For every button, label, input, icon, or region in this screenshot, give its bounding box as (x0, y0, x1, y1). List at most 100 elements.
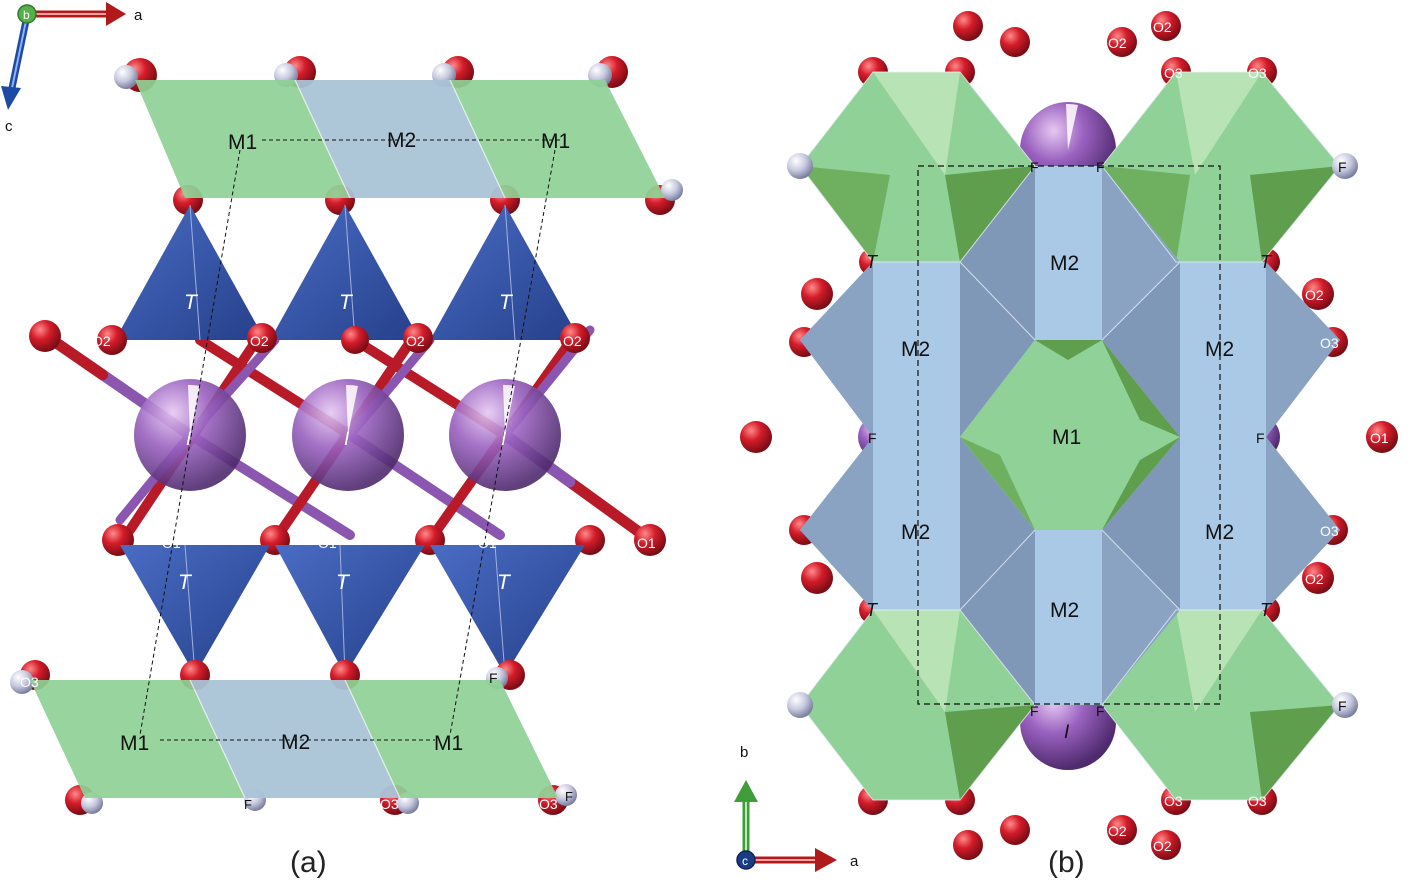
o3-label: O3 (380, 796, 399, 812)
upper-tetrahedra (115, 204, 580, 341)
top-octahedral-slab (135, 79, 665, 199)
o2-label: O2 (1108, 35, 1127, 51)
o3-label: O3 (1320, 523, 1339, 539)
o3-label: O3 (1164, 65, 1183, 81)
axes-triad-b: c b a (734, 744, 859, 872)
oxygen-atom (740, 421, 772, 453)
panel-b-labels: O2 O2 O3 O3 F F F T T M2 O2 M2 M2 O3 F M… (866, 19, 1389, 854)
o2-label: O2 (1153, 838, 1172, 854)
oxygen-atom (1151, 11, 1181, 41)
f-label: F (1030, 703, 1039, 719)
t-label: T (866, 252, 879, 272)
o2-label: O2 (1108, 823, 1127, 839)
i-label: I (186, 429, 192, 450)
oxygen-atom (403, 323, 433, 353)
unit-cell-outline (917, 165, 1221, 705)
o2-label: O2 (1305, 287, 1324, 303)
oxygen-atom (29, 320, 61, 352)
panel-a-caption: (a) (290, 846, 327, 879)
t-tetrahedron (430, 205, 580, 340)
f-label: F (868, 430, 877, 446)
m2-label: M2 (1050, 252, 1079, 275)
oxygen-atom (801, 278, 833, 310)
o3-label: O3 (1248, 793, 1267, 809)
t-tetrahedron (430, 545, 585, 675)
m1-octahedron (450, 80, 665, 198)
m1-label: M1 (541, 130, 570, 153)
f-label: F (1338, 159, 1347, 175)
t-label: T (1260, 600, 1273, 620)
t-label: T (1260, 252, 1273, 272)
panel-b-caption: (b) (1048, 846, 1085, 879)
t-label: T (178, 571, 193, 594)
a-axis-arrow (106, 2, 126, 26)
f-label: F (1256, 430, 1265, 446)
b-axis-label: b (740, 744, 748, 761)
fluorine-atom (787, 692, 813, 718)
t-tetrahedron (120, 545, 270, 675)
oxygen-atom (247, 323, 277, 353)
oxygen-atom (634, 524, 666, 556)
o1-label: O1 (478, 535, 497, 551)
a-axis-label: a (850, 853, 859, 870)
m2-label: M2 (387, 129, 416, 152)
i-label: I (1064, 722, 1070, 743)
b-axis-marker (17, 4, 37, 24)
iodine-atoms (134, 379, 561, 491)
m2-label: M2 (901, 338, 930, 361)
bottom-octahedral-slab (30, 679, 558, 799)
edge-atoms (787, 153, 1358, 718)
oxygen-atom (1000, 815, 1030, 845)
m1-label: M1 (228, 131, 257, 154)
o2-label: O2 (406, 333, 425, 349)
central-m1-octahedron (960, 340, 1180, 530)
i-label: I (501, 429, 507, 450)
b-axis-label: b (23, 8, 30, 22)
o3-label: O3 (1320, 335, 1339, 351)
oxygen-atom (341, 326, 369, 354)
m2-octahedron (295, 80, 505, 198)
fluorine-atom (114, 65, 138, 89)
c-axis-label: c (5, 118, 13, 135)
o2-row (29, 320, 590, 355)
a-axis-label: a (134, 7, 143, 24)
oxygen-atom (1302, 278, 1334, 310)
bottom-slab-atoms (10, 660, 577, 815)
m2-label: M2 (1205, 338, 1234, 361)
m2-label: M2 (901, 521, 930, 544)
b-axis-arrow (734, 780, 758, 802)
oxygen-atom (560, 323, 590, 353)
o2-label: O2 (563, 333, 582, 349)
corner-m1-octahedra (800, 72, 1340, 800)
oxygen-atom (97, 325, 127, 355)
o3-label: O3 (1248, 65, 1267, 81)
f-label: F (565, 789, 573, 804)
panel-a-labels: M1 M2 M1 T T T O2 O2 O2 O2 I I I O1 O1 O… (20, 129, 656, 812)
t-label: T (336, 571, 351, 594)
m1-octahedron (345, 680, 558, 798)
o2-label: O2 (1305, 571, 1324, 587)
oxygen-atom (1366, 421, 1398, 453)
c-axis-marker (736, 850, 756, 870)
i-label: I (344, 429, 350, 450)
m1-octahedron (135, 80, 350, 198)
oxygen-atom (953, 11, 983, 41)
t-label: T (339, 291, 354, 314)
o3-label: O3 (1164, 793, 1183, 809)
o1-label: O1 (162, 535, 181, 551)
a-axis-arrow (815, 848, 837, 872)
fluorine-atom (661, 179, 683, 201)
o1-label: O1 (1370, 430, 1389, 446)
fluorine-atom (555, 784, 577, 806)
t-label: T (866, 600, 879, 620)
t-tetrahedron (270, 205, 420, 340)
lower-tetrahedra (120, 544, 585, 676)
o1-label: O1 (318, 535, 337, 551)
o2-label: O2 (250, 333, 269, 349)
f-label: F (244, 797, 252, 812)
o3-label: O3 (20, 674, 39, 690)
f-label: F (1338, 698, 1347, 714)
m1-label: M1 (1052, 426, 1081, 449)
t-label: T (499, 291, 514, 314)
oxygen-atom (1302, 562, 1334, 594)
